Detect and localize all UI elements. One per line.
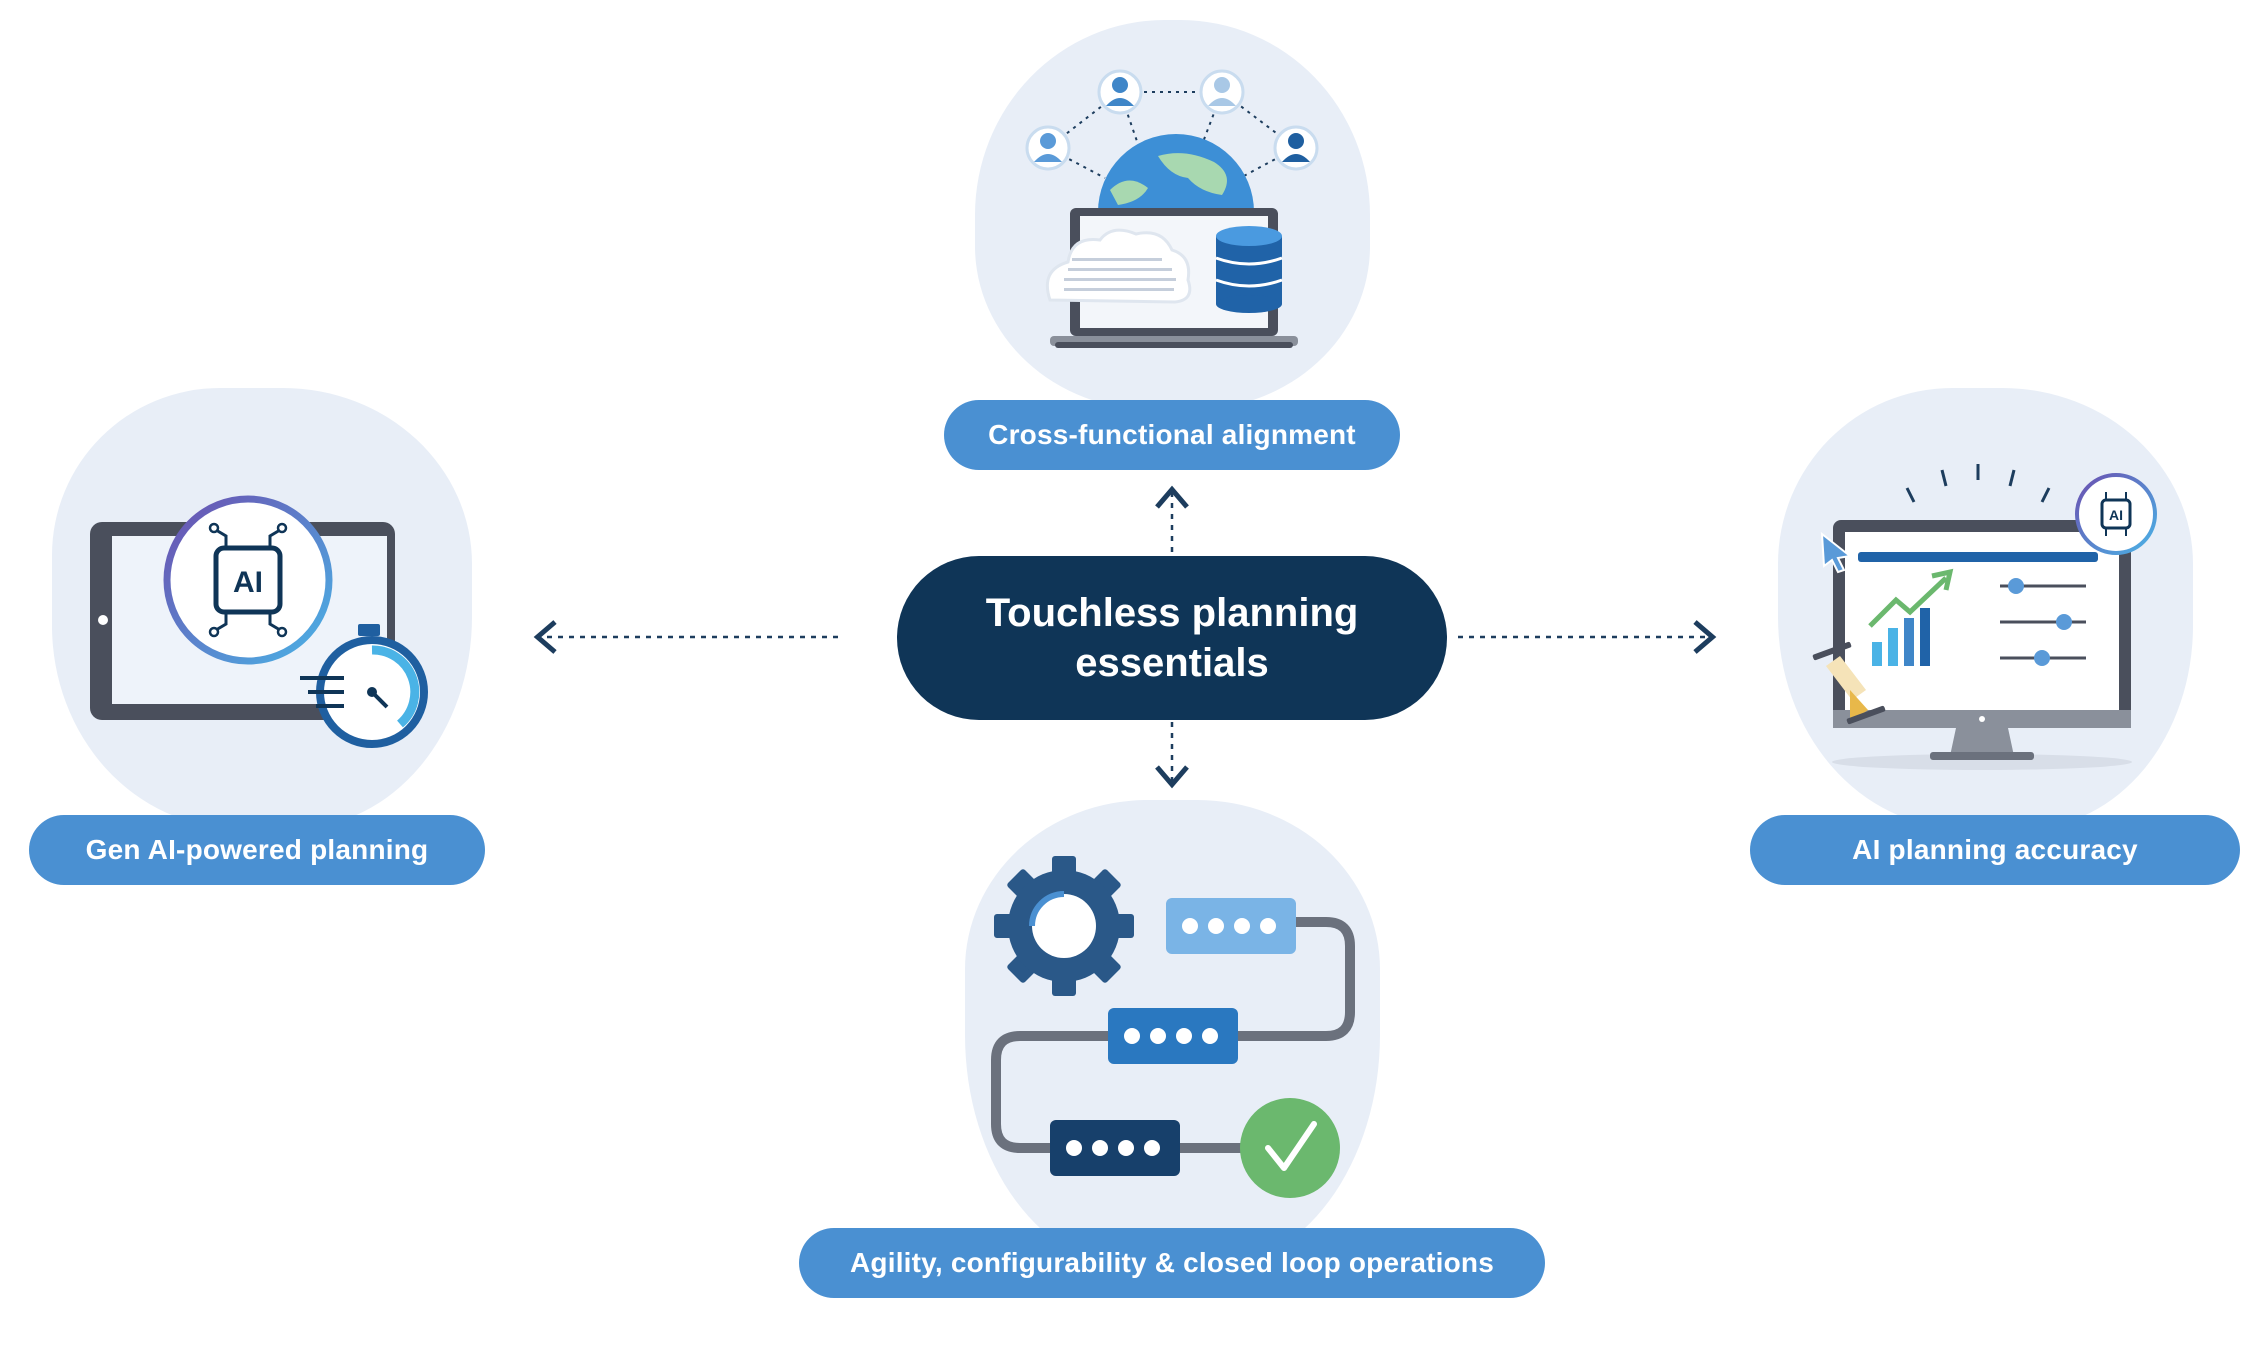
svg-text:AI: AI	[2109, 507, 2123, 523]
network-globe-laptop-icon	[1025, 69, 1319, 348]
checkmark-icon	[1240, 1098, 1340, 1198]
globe-icon	[1098, 134, 1254, 212]
svg-text:AI: AI	[233, 566, 263, 599]
label-gen-ai-powered-planning: Gen AI-powered planning	[29, 815, 485, 885]
data-cloud-icon	[1045, 228, 1192, 304]
label-cross-functional-alignment: Cross-functional alignment	[944, 400, 1400, 470]
user-avatar-icon	[1273, 125, 1319, 171]
center-title: Touchless planning essentials	[897, 556, 1447, 720]
label-ai-planning-accuracy: AI planning accuracy	[1750, 815, 2240, 885]
ai-badge-icon: AI	[2075, 473, 2157, 555]
stopwatch-icon	[300, 624, 428, 748]
label-agility-configurability-closed-loop: Agility, configurability & closed loop o…	[799, 1228, 1545, 1298]
process-block-3	[1050, 1120, 1180, 1176]
process-loop-icon	[991, 856, 1355, 1198]
ai-chip-icon: AI	[163, 495, 333, 665]
user-avatar-icon	[1025, 125, 1071, 171]
monitor-analytics-icon: AI	[1812, 464, 2157, 770]
sliders-icon	[2000, 578, 2086, 666]
process-block-2	[1108, 1008, 1238, 1064]
user-avatar-icon	[1097, 69, 1143, 115]
gear-icon	[994, 856, 1134, 996]
center-title-line1: Touchless planning	[985, 591, 1359, 635]
user-avatar-icon	[1199, 69, 1245, 115]
center-title-line2: essentials	[1075, 641, 1269, 685]
database-icon	[1215, 226, 1283, 313]
tablet-ai-stopwatch-icon: AI	[90, 495, 428, 748]
cursor-icon	[1820, 531, 1853, 574]
hourglass-icon	[1812, 641, 1886, 725]
process-block-1	[1166, 898, 1296, 954]
bar-chart-icon	[1868, 568, 1954, 666]
